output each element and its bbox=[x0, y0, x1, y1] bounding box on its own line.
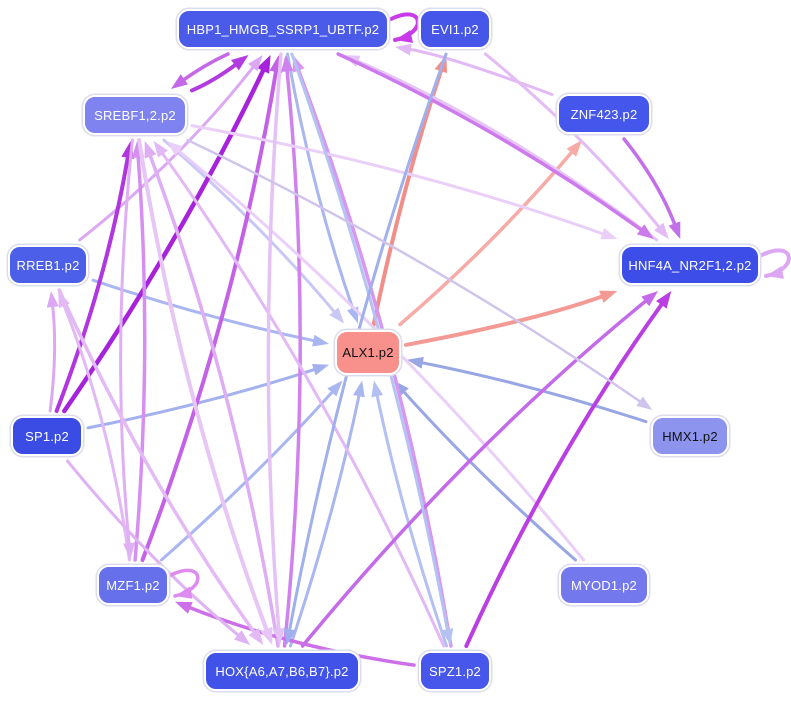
edge-srebf1-to-alx1 bbox=[162, 138, 338, 316]
edge-arrowhead bbox=[656, 291, 672, 309]
edge-arrowhead bbox=[353, 380, 365, 398]
edge-arrowhead bbox=[371, 380, 384, 398]
graph-node-alx1[interactable]: ALX1.p2 bbox=[335, 329, 401, 375]
node-label-srebf1: SREBF1,2.p2 bbox=[94, 107, 176, 123]
edge-arrowhead bbox=[283, 628, 296, 645]
edge-srebf1-to-hnf4a bbox=[190, 124, 607, 237]
edge-arrowhead bbox=[166, 141, 183, 156]
graph-node-hnf4a[interactable]: HNF4A_NR2F1,2.p2 bbox=[620, 245, 760, 285]
node-label-znf423: ZNF423.p2 bbox=[570, 106, 638, 122]
edge-hmx1-to-alx1 bbox=[418, 360, 648, 424]
edge-arrowhead bbox=[766, 266, 784, 279]
edge-arrowhead bbox=[170, 74, 188, 89]
graph-node-srebf1[interactable]: SREBF1,2.p2 bbox=[83, 95, 187, 135]
edge-hbp1-to-alx1 bbox=[285, 52, 356, 313]
node-label-evi1: EVI1.p2 bbox=[431, 21, 479, 37]
edge-arrowhead bbox=[312, 334, 329, 347]
edge-arrowhead bbox=[272, 628, 285, 645]
edge-sp1-to-srebf1 bbox=[54, 152, 131, 413]
node-label-rreb1: RREB1.p2 bbox=[16, 257, 80, 273]
edge-arrowhead bbox=[175, 586, 193, 599]
edge-hbp1-to-srebf1 bbox=[180, 52, 230, 83]
edge-srebf1-to-hox bbox=[137, 138, 270, 634]
edge-hox-to-srebf1 bbox=[147, 151, 280, 648]
edge-hox-to-hnf4a bbox=[300, 297, 650, 648]
edge-arrowhead bbox=[407, 356, 424, 369]
edge-arrowhead bbox=[280, 55, 294, 73]
edge-evi1-to-hnf4a bbox=[483, 52, 663, 231]
edge-arrowhead bbox=[311, 364, 329, 376]
edge-spz1-to-srebf1 bbox=[159, 150, 446, 648]
edge-arrowhead bbox=[668, 221, 681, 239]
node-label-spz1: SPZ1.p2 bbox=[429, 663, 481, 679]
edge-hox-to-alx1 bbox=[288, 391, 361, 648]
node-label-hmx1: HMX1.p2 bbox=[662, 428, 718, 444]
edge-znf423-to-hbp1 bbox=[406, 47, 554, 97]
edge-mzf1-to-alx1 bbox=[159, 388, 336, 562]
node-label-mzf1: MZF1.p2 bbox=[106, 577, 160, 593]
edge-arrowhead bbox=[144, 141, 157, 159]
graph-node-hmx1[interactable]: HMX1.p2 bbox=[651, 416, 729, 456]
node-label-hnf4a: HNF4A_NR2F1,2.p2 bbox=[628, 257, 752, 273]
edge-hbp1-to-hox bbox=[266, 52, 283, 634]
edge-srebf1-to-mzf1 bbox=[119, 138, 134, 548]
edge-arrowhead bbox=[395, 43, 412, 56]
edge-mzf1-to-hbp1 bbox=[140, 66, 279, 562]
edge-arrowhead bbox=[395, 30, 413, 43]
edge-arrowhead bbox=[600, 227, 618, 240]
edge-arrowhead bbox=[248, 55, 263, 72]
edge-arrowhead bbox=[599, 290, 618, 303]
edge-hox-to-hbp1 bbox=[282, 66, 302, 648]
edge-arrowhead bbox=[566, 140, 583, 157]
edge-hbp1-to-hnf4a bbox=[336, 52, 645, 233]
edge-spz1-to-alx1 bbox=[375, 391, 449, 648]
edge-spz1-to-hnf4a bbox=[464, 300, 666, 648]
edge-arrowhead bbox=[123, 542, 135, 559]
edge-arrowhead bbox=[248, 627, 264, 645]
edge-arrowhead bbox=[327, 380, 343, 397]
edge-mzf1-to-srebf1 bbox=[133, 152, 147, 562]
graph-node-spz1[interactable]: SPZ1.p2 bbox=[419, 651, 491, 691]
graph-node-rreb1[interactable]: RREB1.p2 bbox=[8, 245, 88, 285]
edge-sp1-to-rreb1 bbox=[48, 302, 57, 413]
edge-srebf1-to-hmx1 bbox=[186, 138, 644, 405]
node-label-sp1: SP1.p2 bbox=[25, 428, 69, 444]
edge-arrowhead bbox=[636, 224, 654, 239]
edge-alx1-to-znf423 bbox=[398, 148, 576, 327]
graph-node-znf423[interactable]: ZNF423.p2 bbox=[557, 94, 651, 134]
edge-alx1-to-hnf4a bbox=[404, 293, 607, 347]
edge-alx1-to-evi1 bbox=[371, 66, 444, 327]
edge-arrowhead bbox=[654, 222, 669, 239]
graph-node-hox[interactable]: HOX{A6,A7,B6,B7}.p2 bbox=[204, 651, 360, 691]
edge-arrowhead bbox=[636, 396, 653, 410]
graph-node-hbp1[interactable]: HBP1_HMGB_SSRP1_UBTF.p2 bbox=[177, 9, 389, 49]
edge-arrowhead bbox=[260, 626, 273, 645]
graph-node-evi1[interactable]: EVI1.p2 bbox=[419, 9, 491, 49]
graph-node-mzf1[interactable]: MZF1.p2 bbox=[97, 565, 169, 605]
graph-node-sp1[interactable]: SP1.p2 bbox=[11, 416, 83, 456]
edge-arrowhead bbox=[441, 628, 454, 645]
edge-arrowhead bbox=[329, 307, 345, 324]
edge-sp1-to-hox bbox=[65, 459, 242, 639]
node-label-hbp1: HBP1_HMGB_SSRP1_UBTF.p2 bbox=[186, 21, 380, 37]
edge-srebf1-to-hbp1 bbox=[190, 61, 240, 93]
edge-arrowhead bbox=[175, 601, 193, 614]
edge-arrowhead bbox=[641, 291, 659, 307]
edge-arrowhead bbox=[153, 141, 168, 158]
node-label-myod1: MYOD1.p2 bbox=[571, 577, 637, 593]
graph-node-myod1[interactable]: MYOD1.p2 bbox=[559, 565, 649, 605]
edge-arrowhead bbox=[46, 291, 59, 308]
node-label-alx1: ALX1.p2 bbox=[342, 344, 394, 360]
edge-spz1-to-mzf1 bbox=[185, 605, 416, 667]
edge-rreb1-to-hox bbox=[57, 288, 258, 636]
edge-arrowhead bbox=[256, 55, 271, 74]
edge-rreb1-to-alx1 bbox=[91, 278, 318, 343]
edge-arrowhead bbox=[231, 55, 249, 71]
edge-arrowhead bbox=[234, 630, 251, 645]
edge-znf423-to-hnf4a bbox=[622, 137, 678, 229]
edge-sp1-to-alx1 bbox=[86, 367, 319, 430]
node-label-hox: HOX{A6,A7,B6,B7}.p2 bbox=[215, 663, 349, 679]
edge-myod1-to-alx1 bbox=[400, 388, 577, 562]
edge-rreb1-to-hbp1 bbox=[78, 63, 257, 242]
